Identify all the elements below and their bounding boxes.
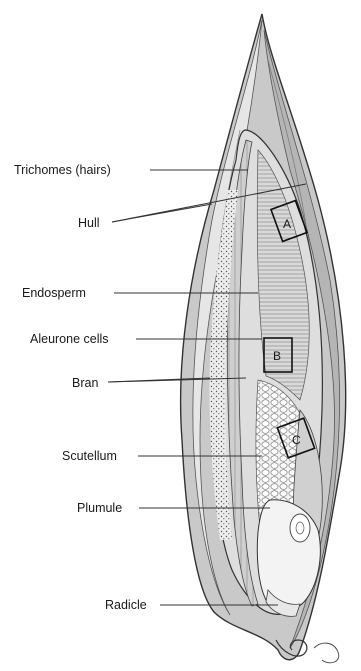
box-c-label: C bbox=[292, 433, 301, 447]
label-plumule: Plumule bbox=[77, 501, 122, 515]
label-hull: Hull bbox=[78, 216, 100, 230]
box-a-label: A bbox=[283, 217, 291, 231]
label-trichomes: Trichomes (hairs) bbox=[14, 163, 111, 177]
box-b-label: B bbox=[273, 349, 281, 363]
label-radicle: Radicle bbox=[105, 598, 147, 612]
label-scutellum: Scutellum bbox=[62, 449, 117, 463]
label-bran: Bran bbox=[72, 376, 98, 390]
label-aleurone-cells: Aleurone cells bbox=[30, 332, 109, 346]
label-endosperm: Endosperm bbox=[22, 286, 86, 300]
plumule-shape bbox=[290, 514, 310, 542]
